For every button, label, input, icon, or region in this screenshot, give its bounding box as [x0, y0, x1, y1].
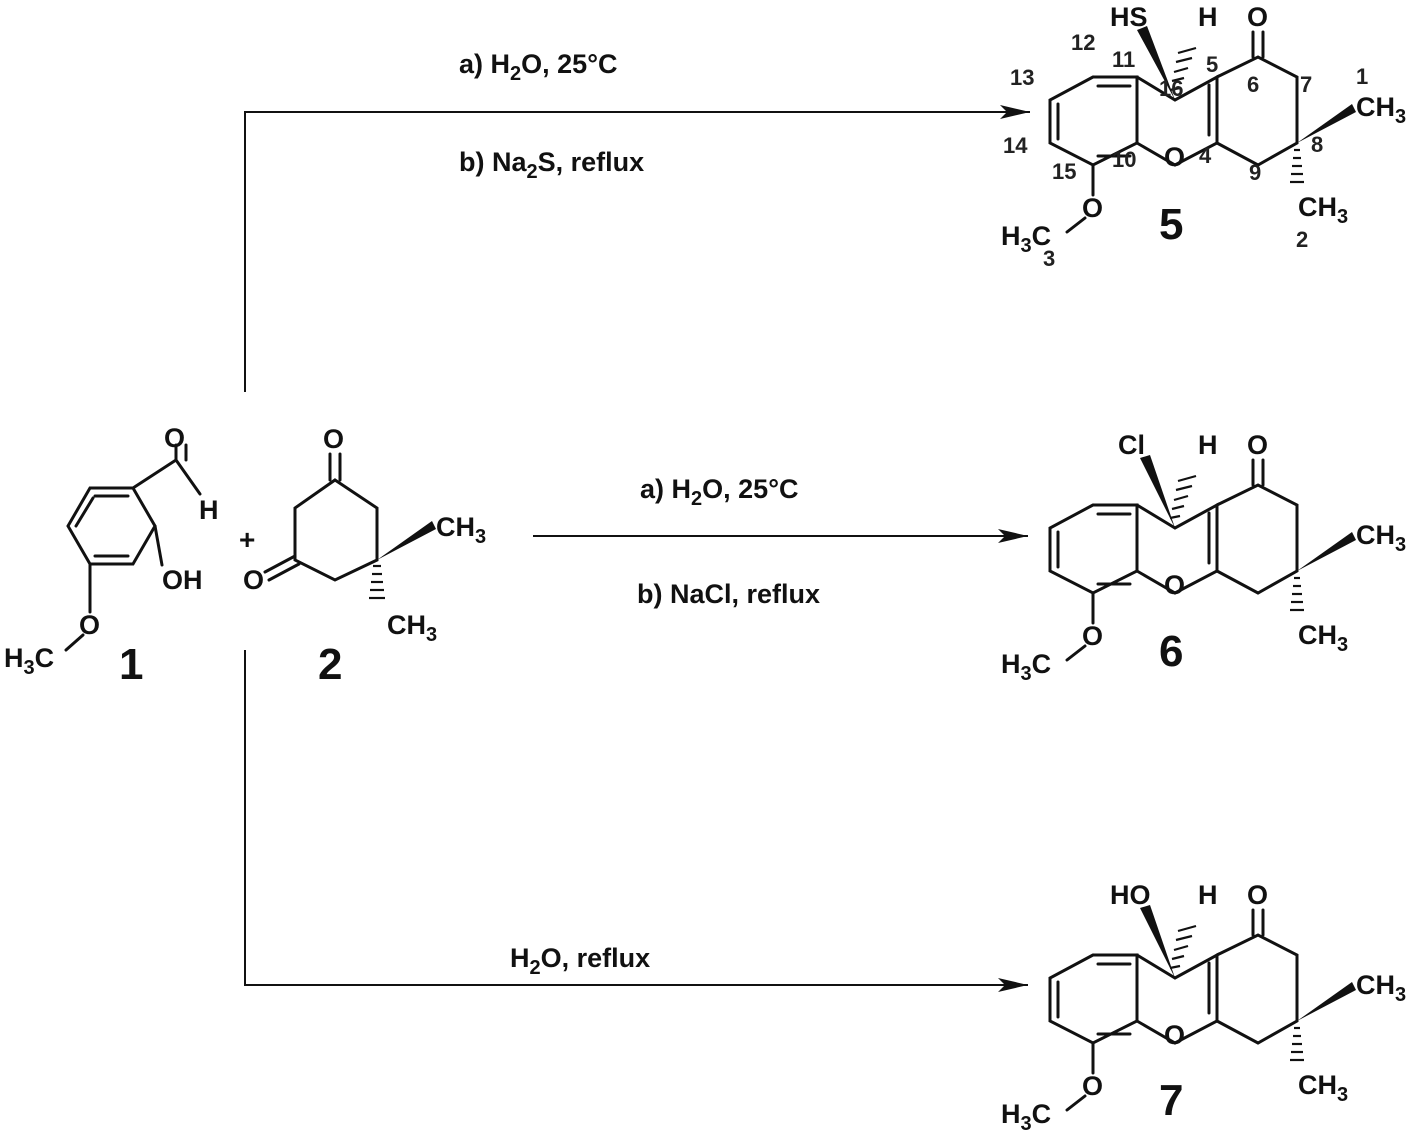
condition-top-b: b) Na2S, reflux	[459, 147, 644, 183]
c7-methyl-b: CH3	[1298, 1070, 1348, 1106]
condition-top-a: a) H2O, 25°C	[459, 49, 618, 85]
c5-num-1: 1	[1356, 64, 1368, 89]
c5-methyl-ome: H3C	[1001, 221, 1051, 257]
c5-num-16: 16	[1159, 76, 1183, 101]
c5-methyl-b: CH3	[1298, 192, 1348, 228]
compound-1: O H OH O H3C 1	[4, 423, 219, 689]
c1-aldehyde-h: H	[199, 495, 219, 525]
c5-num-11: 11	[1112, 47, 1135, 72]
c5-methoxy-o: O	[1082, 193, 1103, 223]
condition-bottom: H2O, reflux	[510, 943, 650, 979]
c5-num-13: 13	[1010, 65, 1034, 90]
c5-keto-o: O	[1247, 2, 1268, 32]
c1-hydroxyl: OH	[162, 565, 203, 595]
c5-num-2: 2	[1296, 227, 1308, 252]
c6-methyl-b: CH3	[1298, 620, 1348, 656]
c5-num-4: 4	[1199, 143, 1212, 168]
c2-methyl-a: CH3	[436, 512, 486, 548]
compound-6: Cl H O O O H3C CH3 CH3 6	[1001, 430, 1406, 685]
compound-1-label: 1	[119, 640, 143, 689]
c6-keto-o: O	[1247, 430, 1268, 460]
plus-sign: +	[239, 524, 255, 555]
c7-hydroxyl: HO	[1110, 880, 1151, 910]
c5-methyl-a: CH3	[1356, 92, 1406, 128]
arrow-to-7	[244, 650, 1028, 992]
c6-methyl-ome: H3C	[1001, 649, 1051, 685]
c5-ring-o: O	[1164, 142, 1185, 172]
c7-methyl-ome: H3C	[1001, 1099, 1051, 1133]
c5-num-14: 14	[1003, 133, 1028, 158]
c6-methoxy-o: O	[1082, 621, 1103, 651]
c5-num-9: 9	[1249, 160, 1261, 185]
c5-num-3: 3	[1043, 246, 1055, 271]
c1-methyl: H3C	[4, 643, 54, 679]
c7-h: H	[1198, 880, 1218, 910]
c7-ring-o: O	[1164, 1020, 1185, 1050]
c7-methoxy-o: O	[1082, 1071, 1103, 1101]
compound-2-label: 2	[318, 640, 342, 689]
c6-ring-o: O	[1164, 570, 1185, 600]
arrow-to-5	[244, 105, 1030, 392]
c5-num-7: 7	[1300, 72, 1312, 97]
compound-6-label: 6	[1159, 627, 1183, 676]
compound-7: HO H O O O H3C CH3 CH3 7	[1001, 880, 1406, 1133]
c7-methyl-a: CH3	[1356, 970, 1406, 1006]
c7-keto-o: O	[1247, 880, 1268, 910]
c2-keto-o-left: O	[243, 565, 264, 595]
c1-methoxy-o: O	[79, 610, 100, 640]
condition-mid-a: a) H2O, 25°C	[640, 474, 799, 510]
c5-num-10: 10	[1112, 147, 1136, 172]
c1-aldehyde-o: O	[164, 423, 185, 453]
c5-atom-numbering: 1 2 3 4 5 6 7 8 9 10 11 12 13 14 15 16	[1003, 30, 1368, 271]
c2-hashed-bond	[369, 564, 385, 600]
c6-h: H	[1198, 430, 1218, 460]
c2-keto-o-top: O	[323, 424, 344, 454]
compound-2: O O CH3 CH3 2	[243, 424, 486, 689]
c5-thiol: HS	[1110, 2, 1148, 32]
c2-methyl-b: CH3	[387, 610, 437, 646]
c6-methyl-a: CH3	[1356, 520, 1406, 556]
c5-num-6: 6	[1247, 72, 1259, 97]
compound-5-label: 5	[1159, 200, 1183, 249]
compound-5: HS H O O O H3C CH3 CH3 5 1 2 3 4 5 6 7 8…	[1001, 2, 1406, 271]
c5-num-8: 8	[1311, 132, 1323, 157]
c5-num-5: 5	[1206, 52, 1218, 77]
c5-num-15: 15	[1052, 159, 1076, 184]
c5-num-12: 12	[1071, 30, 1095, 55]
c6-chloro: Cl	[1118, 430, 1145, 460]
c5-h: H	[1198, 2, 1218, 32]
compound-7-label: 7	[1159, 1076, 1183, 1125]
condition-mid-b: b) NaCl, reflux	[637, 579, 820, 609]
